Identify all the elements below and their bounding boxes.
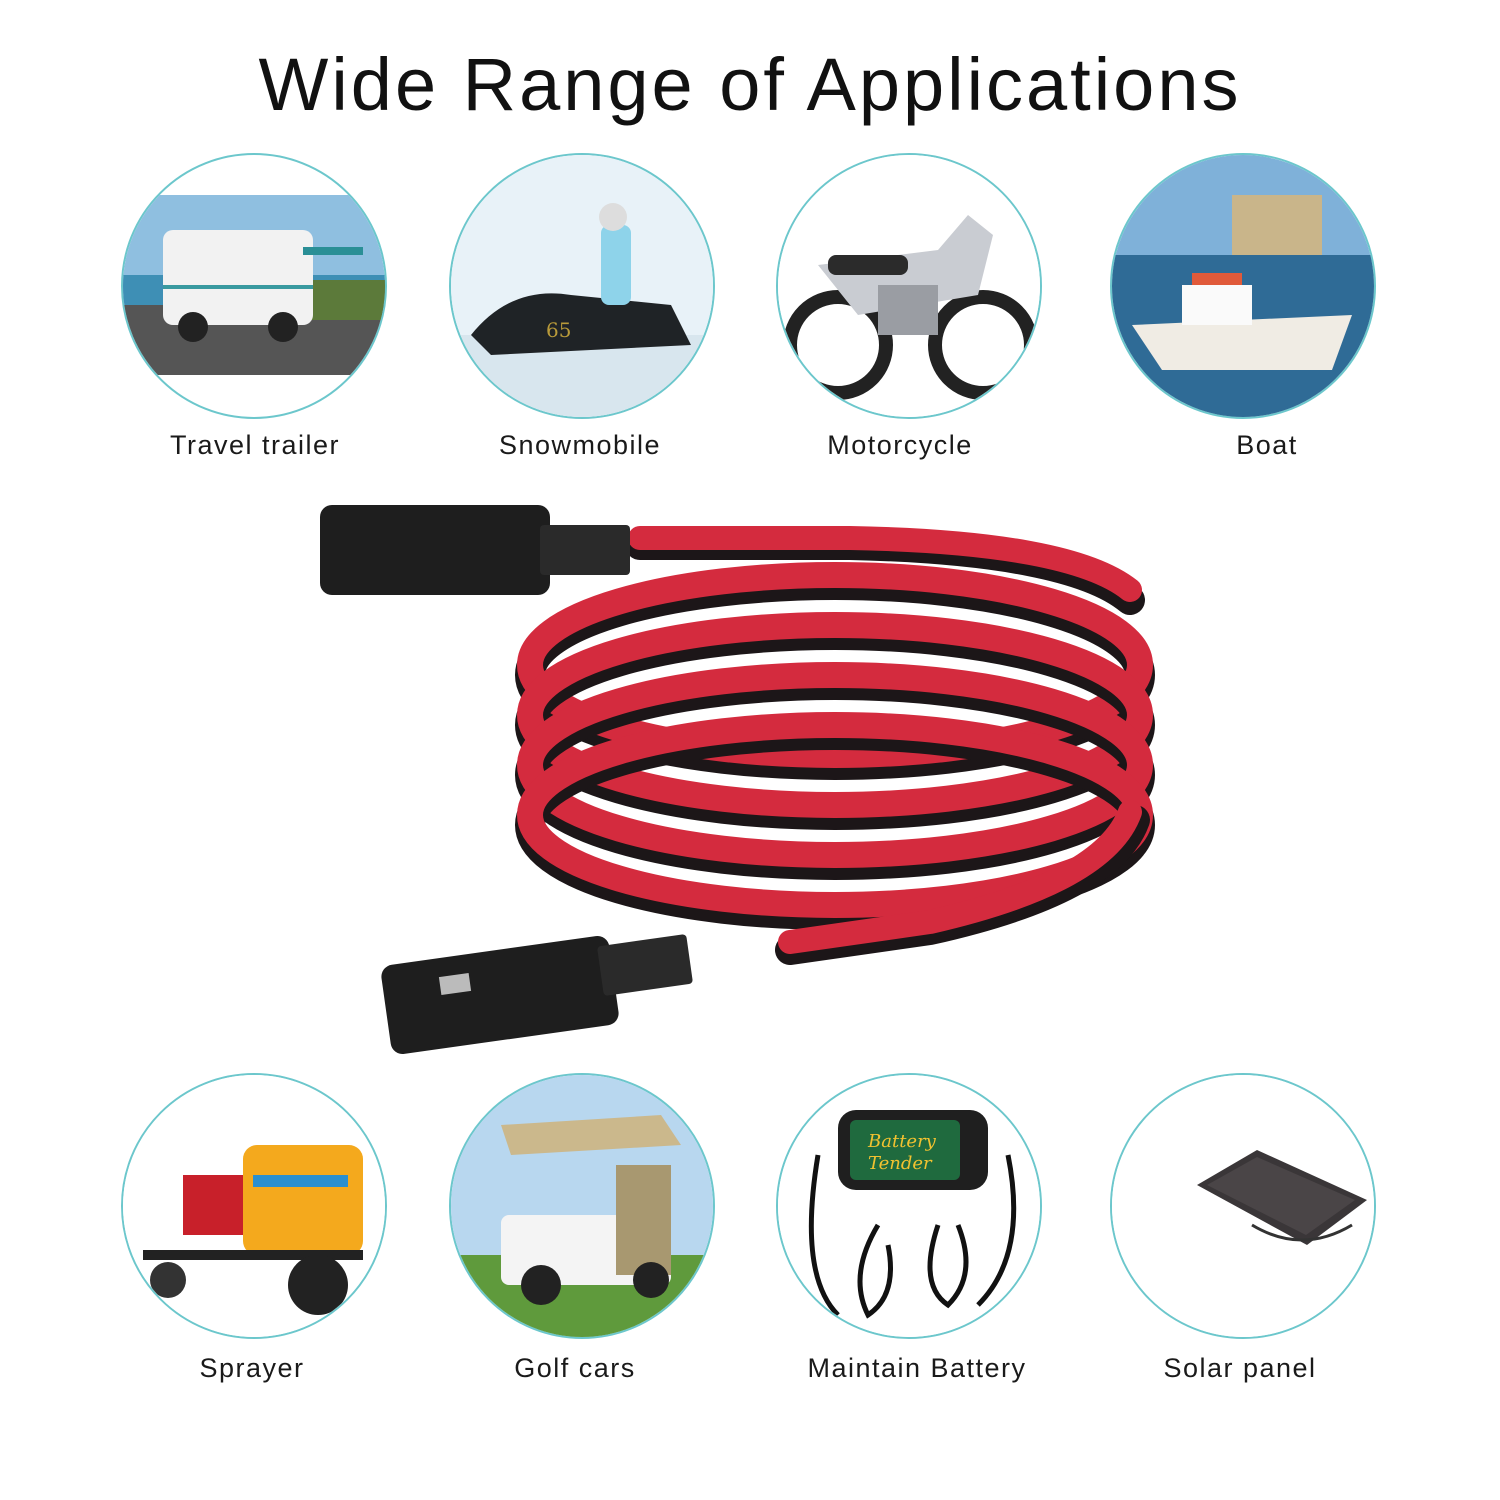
snowmobile-image: 65 [449,153,715,419]
page-title: Wide Range of Applications [258,43,1242,126]
sprayer-image [121,1073,387,1339]
label-motorcycle: Motorcycle [827,430,973,460]
battery-charger-image: Battery Tender [776,1073,1042,1339]
svg-text:65: 65 [546,318,571,342]
connector-female-icon [320,505,550,595]
battery-charger-icon: Battery Tender [778,1075,1040,1337]
svg-text:Battery: Battery [867,1131,937,1152]
label-solar-panel: Solar panel [1163,1353,1317,1383]
motorcycle-icon [778,155,1040,417]
motorcycle-image [776,153,1042,419]
rv-camper-icon [123,195,385,375]
connector-male-icon [381,935,619,1055]
solar-panel-icon [1112,1075,1374,1337]
sae-extension-cable-image [320,505,1155,1055]
label-travel-trailer: Travel trailer [169,430,341,460]
golf-cart-image [449,1073,715,1339]
label-boat: Boat [1236,430,1298,460]
snowmobile-icon: 65 [451,155,713,417]
label-sprayer: Sprayer [199,1353,305,1383]
label-snowmobile: Snowmobile [498,430,662,460]
solar-panel-image [1110,1073,1376,1339]
golf-cart-icon [451,1075,713,1337]
boat-image [1110,153,1376,419]
sprayer-icon [123,1075,385,1337]
boat-icon [1112,155,1374,417]
label-maintain-battery: Maintain Battery [807,1353,1027,1383]
label-golf-cars: Golf cars [514,1353,636,1383]
travel-trailer-image [121,153,387,419]
svg-text:Tender: Tender [868,1153,933,1174]
